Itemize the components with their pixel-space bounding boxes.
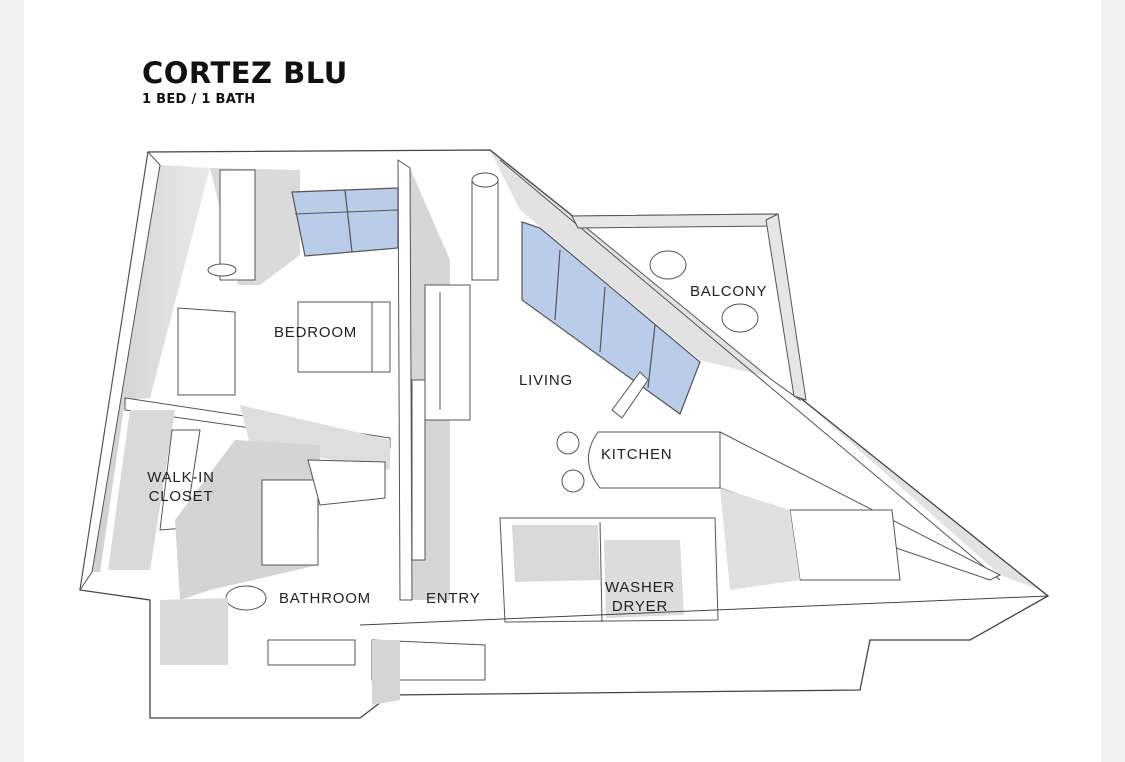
room-label-kitchen: KITCHEN [601,446,673,463]
washer-label-line-1: WASHER [604,579,676,596]
closet-label-line-1: WALK-IN [147,469,215,486]
washer-dryer-shadow [604,540,684,618]
closet-shadow [108,410,175,570]
plan-subtitle: 1 BED / 1 BATH [142,92,256,107]
shower-bench [307,459,386,506]
living-window-mullion-2 [599,286,606,353]
living-window [521,221,701,415]
room-label-bedroom: BEDROOM [274,324,358,341]
living-window-mullion-3 [647,324,656,389]
utility-divider [599,521,603,623]
entry-shelves [411,379,426,561]
balcony-chair-2 [721,303,759,333]
bedroom-window-transom [294,209,399,215]
bedroom-desk [219,169,256,281]
left-wall-shadow [92,165,210,572]
diagonal-wall-inner [499,159,1001,581]
fridge-cabinet [789,509,901,581]
room-label-walk-in-closet: WALK-IN CLOSET [140,468,222,506]
left-wall-face [79,150,161,591]
closet-label-line-2: CLOSET [148,488,214,505]
bathtub [267,639,356,666]
balcony-rail-top [571,213,779,229]
bar-stool-2 [561,469,585,493]
living-window-mullion-1 [554,249,561,321]
room-label-living: LIVING [519,372,573,389]
kitchen-counter [719,431,1002,581]
column-top [471,172,499,188]
bath-vanity [261,479,319,566]
kitchen-chair [611,371,649,419]
column [471,179,499,281]
desk-chair [207,263,237,277]
bedroom-window [291,187,399,257]
sofa [424,284,471,421]
bedroom-window-mullion [344,189,353,253]
center-wall [397,159,413,601]
front-wall-line [359,595,1049,626]
utility-left-shadow [512,525,600,582]
toilet [225,585,267,611]
plan-title: CORTEZ BLU [142,56,348,90]
kitchen-counter-shadow [720,488,800,590]
room-label-entry: ENTRY [426,590,481,607]
room-label-washer-dryer: WASHER DRYER [604,578,676,616]
entry-door-shadow [372,640,400,705]
bar-stool-1 [556,431,580,455]
bath-corner-shadow [160,598,228,665]
balcony-rail-side [765,213,807,401]
room-label-balcony: BALCONY [690,283,768,300]
washer-label-line-2: DRYER [611,598,669,615]
bed [297,301,391,373]
dresser [177,307,236,396]
bedroom-bottom-shadow [240,405,390,470]
balcony-chair-1 [649,250,687,280]
room-label-bathroom: BATHROOM [279,590,371,607]
kitchen-island [588,431,726,489]
